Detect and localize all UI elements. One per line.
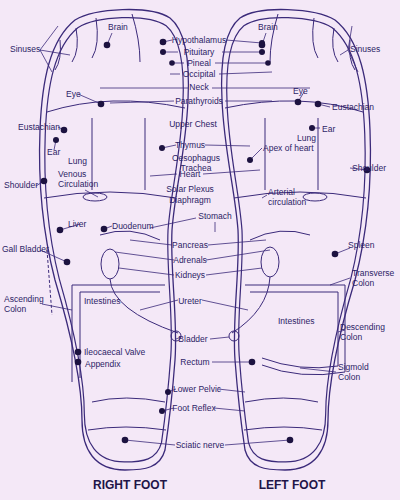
reflex-label: Solar Plexus <box>166 184 214 194</box>
reflex-label: Sinuses <box>350 44 380 54</box>
reflex-label: Duodenum <box>112 221 154 231</box>
reflex-label: Brain <box>258 22 278 32</box>
reflex-label: Sigmold Colon <box>338 362 383 382</box>
reflex-label: Bladder <box>178 334 207 344</box>
reflex-label: Gall Bladder <box>2 244 49 254</box>
reflex-label: Ear <box>322 124 335 134</box>
reflex-label: Foot Reflex <box>172 403 215 413</box>
reflex-label: Intestines <box>84 296 120 306</box>
reflex-label: Eustachian <box>18 122 60 132</box>
reflex-label: Lung <box>68 156 87 166</box>
reflex-label: Appendix <box>85 359 120 369</box>
reflex-label: Intestines <box>278 316 314 326</box>
reflex-label: Lower Pelvic <box>173 384 221 394</box>
reflex-label: Ear <box>47 147 60 157</box>
reflex-label: Brain <box>108 22 128 32</box>
zone-lines <box>44 14 366 430</box>
reflex-label: Ureter <box>178 296 202 306</box>
reflex-label: Eustachian <box>332 102 374 112</box>
reflex-label: Thymus <box>175 140 205 150</box>
reflex-label: Eye <box>66 89 81 99</box>
reflex-label: Rectum <box>180 357 209 367</box>
reflex-label: Sciatic nerve <box>176 440 225 450</box>
reflex-label: Pineal <box>187 58 211 68</box>
reflex-label: Upper Chest <box>169 119 217 129</box>
reflex-label: Pancreas <box>172 240 208 250</box>
reflex-label: Sinuses <box>10 44 40 54</box>
foot-outlines <box>40 10 371 470</box>
reflex-label: Transverse Colon <box>352 268 400 288</box>
reflex-label: Ascending Colon <box>4 294 46 314</box>
reflex-label: Lung <box>297 133 316 143</box>
reflex-label: Arterial circulation <box>268 187 314 207</box>
reflex-label: Spleen <box>348 240 374 250</box>
reflex-label: Heart <box>180 169 201 179</box>
reflex-label: Oesophagus <box>172 153 220 163</box>
leader-lines <box>36 26 367 445</box>
reflex-label: Stomach <box>198 211 232 221</box>
reflex-label: Occipital <box>183 69 216 79</box>
reflex-label: Eye <box>293 86 308 96</box>
reflex-label: Liver <box>68 219 86 229</box>
reflex-label: Kidneys <box>175 270 205 280</box>
reflex-label: Apex of heart <box>263 143 314 153</box>
reflex-label: Diaphragm <box>169 195 211 205</box>
reflex-label: Adrenals <box>173 255 207 265</box>
reflex-label: Hypothalamus <box>172 35 226 45</box>
foot-title: RIGHT FOOT <box>93 478 167 492</box>
reflex-label: Descending Colon <box>340 322 390 342</box>
reflex-points <box>41 39 371 444</box>
foot-title: LEFT FOOT <box>259 478 326 492</box>
reflex-label: Shoulder <box>4 180 38 190</box>
reflex-label: Pituitary <box>184 47 215 57</box>
reflex-label: Ileocaecal Valve <box>84 347 145 357</box>
reflex-label: Venous Circulation <box>58 169 108 189</box>
reflex-label: Shoulder <box>352 163 386 173</box>
reflex-label: Parathyroids <box>175 96 223 106</box>
reflex-label: Neck <box>189 82 208 92</box>
